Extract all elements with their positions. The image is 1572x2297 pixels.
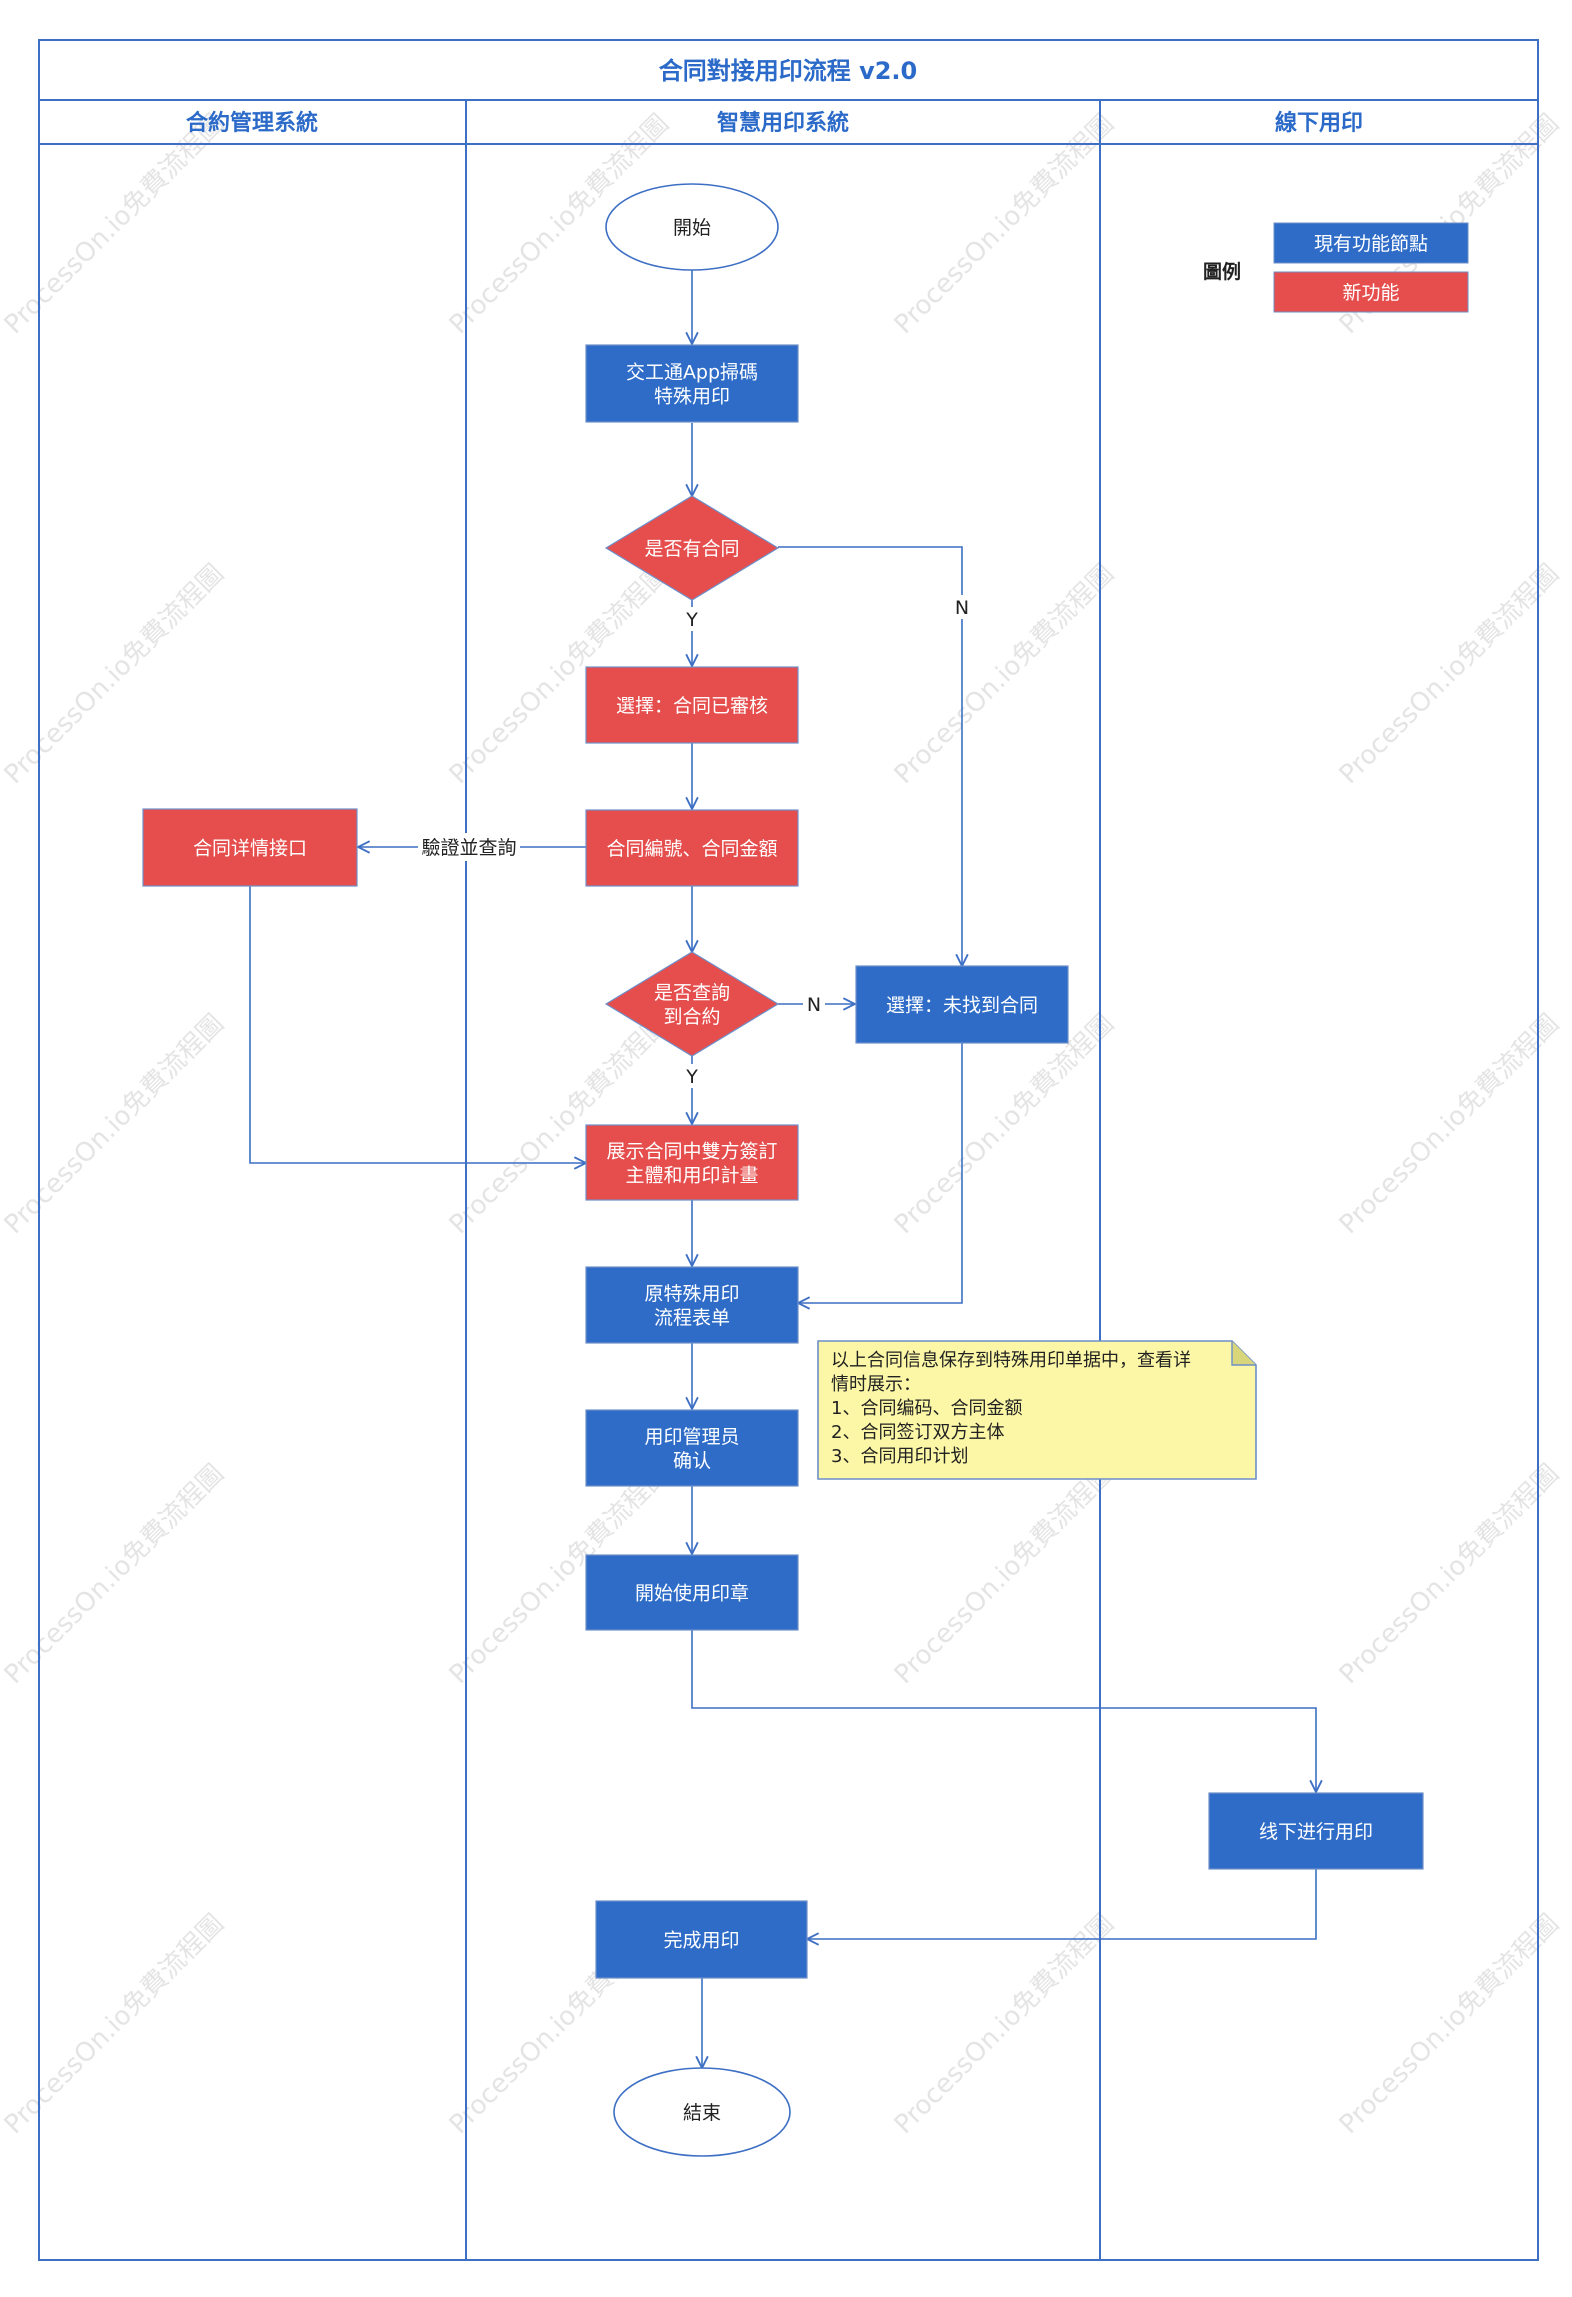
watermark-text: ProcessOn.io免費流程圖 <box>0 1459 230 1690</box>
node-contract-no-shape <box>585 809 799 887</box>
watermark-text: ProcessOn.io免費流程圖 <box>889 1909 1120 2140</box>
node-start-label: 開始 <box>673 217 711 239</box>
watermark-text: ProcessOn.io免費流程圖 <box>0 559 230 790</box>
node-start[interactable]: 開始 <box>605 183 779 271</box>
watermark-text: ProcessOn.io免費流程圖 <box>889 1459 1120 1690</box>
node-detail-api-shape <box>142 808 358 887</box>
legend-existing-label: 現有功能節點 <box>1314 233 1428 255</box>
lane-title-offline: 線下用印 <box>1275 110 1363 136</box>
node-select-reviewed-label: 選擇：合同已審核 <box>616 695 768 717</box>
node-end-label: 結束 <box>683 2102 721 2124</box>
edge-use-offline <box>691 1630 1316 1792</box>
node-end[interactable]: 結束 <box>613 2067 791 2157</box>
legend-new-swatch <box>1273 271 1469 313</box>
node-done[interactable]: 完成用印 <box>595 1900 808 1979</box>
node-end-shape <box>613 2067 791 2157</box>
lane-title-contract: 合約管理系統 <box>186 110 318 136</box>
edge-offline-done <box>807 1869 1317 1939</box>
note-line: 情时展示： <box>831 1374 921 1395</box>
note-fold <box>1231 1341 1256 1366</box>
node-done-shape <box>595 1900 808 1979</box>
node-form-label: 流程表单 <box>654 1307 730 1329</box>
lane-title-smart: 智慧用印系統 <box>717 110 849 136</box>
legend-title: 圖例 <box>1203 260 1241 283</box>
watermark-text: ProcessOn.io免費流程圖 <box>0 1909 230 2140</box>
node-found-shape <box>604 951 780 1057</box>
node-contract-no[interactable]: 合同編號、合同金額 <box>585 809 799 887</box>
note-body <box>817 1340 1257 1480</box>
node-not-found[interactable]: 選擇：未找到合同 <box>855 965 1069 1044</box>
node-select-reviewed-shape <box>585 666 799 744</box>
node-detail-api-label: 合同详情接口 <box>193 838 307 860</box>
watermark-text: ProcessOn.io免費流程圖 <box>1334 559 1565 790</box>
node-confirm-shape <box>585 1409 799 1487</box>
watermark-text: ProcessOn.io免費流程圖 <box>1334 1459 1565 1690</box>
edge-decision-n <box>778 546 962 966</box>
note-line: 1、合同编码、合同金额 <box>831 1398 1022 1419</box>
node-scan-label: 特殊用印 <box>654 386 730 408</box>
node-use-seal-label: 開始使用印章 <box>635 1583 749 1605</box>
node-done-label: 完成用印 <box>663 1930 739 1952</box>
diagram-title: 合同對接用印流程 v2.0 <box>659 57 918 85</box>
node-scan-label: 交工通App掃碼 <box>626 362 758 384</box>
node-scan-shape <box>585 344 799 423</box>
watermark-text: ProcessOn.io免費流程圖 <box>0 1009 230 1240</box>
legend-existing-swatch <box>1273 222 1469 264</box>
legend-new-label: 新功能 <box>1342 282 1399 304</box>
edge-notfound-form <box>798 1043 963 1303</box>
legend: 圖例 現有功能節點 新功能 <box>1203 222 1469 313</box>
edge-labels: 驗證並查詢 Y N Y N <box>418 595 973 1088</box>
node-start-shape <box>605 183 779 271</box>
node-not-found-shape <box>855 965 1069 1044</box>
node-confirm-label: 用印管理员 <box>644 1426 739 1448</box>
edge-label-n1: N <box>955 597 969 619</box>
node-has-contract[interactable]: 是否有合同 <box>604 495 780 601</box>
node-form-label: 原特殊用印 <box>644 1283 739 1305</box>
node-show-label: 主體和用印計畫 <box>625 1165 758 1187</box>
node-select-reviewed[interactable]: 選擇：合同已審核 <box>585 666 799 744</box>
node-confirm-label: 确认 <box>673 1450 711 1472</box>
node-offline-label: 线下进行用印 <box>1259 1821 1373 1843</box>
note-line: 3、合同用印计划 <box>831 1446 968 1467</box>
edge-label-verify: 驗證並查詢 <box>421 837 516 859</box>
connectors <box>249 270 1317 2068</box>
node-use-seal[interactable]: 開始使用印章 <box>585 1554 799 1631</box>
node-offline[interactable]: 线下进行用印 <box>1208 1792 1424 1870</box>
node-found-label: 是否查詢 <box>654 982 730 1004</box>
watermark-text: ProcessOn.io免費流程圖 <box>444 1009 675 1240</box>
node-form-shape <box>585 1266 799 1344</box>
watermark-text: ProcessOn.io免費流程圖 <box>1334 1909 1565 2140</box>
node-show-label: 展示合同中雙方簽訂 <box>606 1141 777 1163</box>
node-has-contract-label: 是否有合同 <box>644 538 739 560</box>
node-use-seal-shape <box>585 1554 799 1631</box>
edge-label-y1: Y <box>685 609 698 631</box>
note-line: 2、合同签订双方主体 <box>831 1422 1004 1443</box>
node-offline-shape <box>1208 1792 1424 1870</box>
edge-label-y2: Y <box>685 1066 698 1088</box>
edge-label-n2: N <box>807 994 821 1016</box>
watermark-text: ProcessOn.io免費流程圖 <box>1334 1009 1565 1240</box>
note-line: 以上合同信息保存到特殊用印单据中，查看详 <box>831 1350 1191 1371</box>
swimlane-frame <box>38 39 1539 2261</box>
node-not-found-label: 選擇：未找到合同 <box>886 995 1038 1017</box>
node-show-shape <box>585 1124 799 1201</box>
node-detail-api[interactable]: 合同详情接口 <box>142 808 358 887</box>
node-found-label: 到合約 <box>663 1006 720 1028</box>
watermark-text: ProcessOn.io免費流程圖 <box>889 559 1120 790</box>
node-has-contract-shape <box>604 495 780 601</box>
node-contract-no-label: 合同編號、合同金額 <box>606 838 777 860</box>
edge-api-show <box>249 886 586 1163</box>
